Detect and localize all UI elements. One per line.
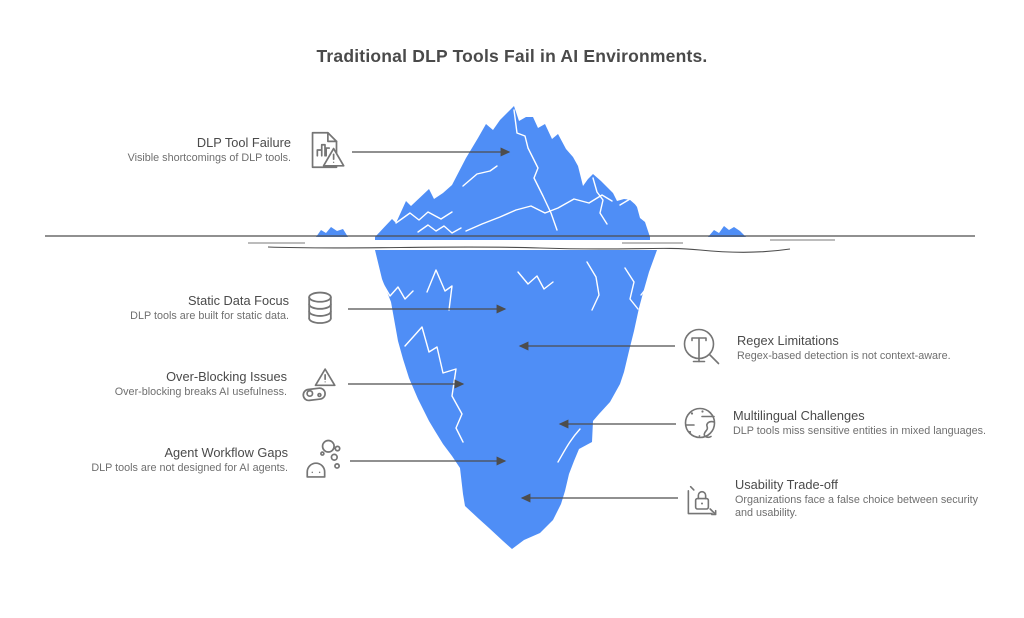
callout-over-blocking-issues: Over-Blocking Issues Over-blocking break… [115,363,340,405]
warning-toggle-icon [298,363,340,405]
callout-title: Agent Workflow Gaps [164,445,288,460]
callout-title: Multilingual Challenges [733,408,865,423]
callout-subtitle: Visible shortcomings of DLP tools. [127,152,291,164]
callout-subtitle: DLP tools miss sensitive entities in mix… [733,425,987,437]
callout-title: Static Data Focus [188,293,289,308]
page-title: Traditional DLP Tools Fail in AI Environ… [316,46,708,66]
callout-title: DLP Tool Failure [196,135,291,150]
callout-title: Over-Blocking Issues [166,369,287,384]
callout-static-data-focus: Static Data Focus DLP tools are built fo… [130,288,340,328]
globe-icon [680,403,720,443]
callout-agent-workflow-gaps: Agent Workflow Gaps DLP tools are not de… [91,438,343,482]
database-icon [300,288,340,328]
lock-tradeoff-icon [682,479,722,519]
callout-dlp-tool-failure: DLP Tool Failure Visible shortcomings of… [128,127,348,173]
agent-bubbles-icon [299,438,343,482]
iceberg-underwater-cracks [375,261,658,463]
small-berg-left [316,227,348,237]
callout-subtitle: Regex-based detection is not context-awa… [737,350,951,362]
callout-multilingual-challenges: Multilingual Challenges DLP tools miss s… [680,403,986,443]
connector-arrows [348,147,678,503]
iceberg-tip [316,106,746,240]
regex-search-icon [680,325,724,371]
callout-regex-limitations: Regex Limitations Regex-based detection … [680,325,951,371]
callout-usability-trade-off: Usability Trade-off Organizations face a… [682,477,990,520]
callout-title: Regex Limitations [737,333,839,348]
callout-subtitle: Over-blocking breaks AI usefulness. [114,386,287,398]
waterline [45,235,975,253]
document-chart-warning-icon [302,127,348,173]
callout-subtitle: DLP tools are not designed for AI agents… [91,462,288,474]
callout-subtitle: Organizations face a false choice betwee… [735,494,979,519]
callout-title: Usability Trade-off [735,477,838,492]
iceberg-tip-cracks [395,109,645,234]
iceberg-underwater [375,250,658,549]
small-berg-right [708,226,746,237]
callout-subtitle: DLP tools are built for static data. [130,310,289,322]
